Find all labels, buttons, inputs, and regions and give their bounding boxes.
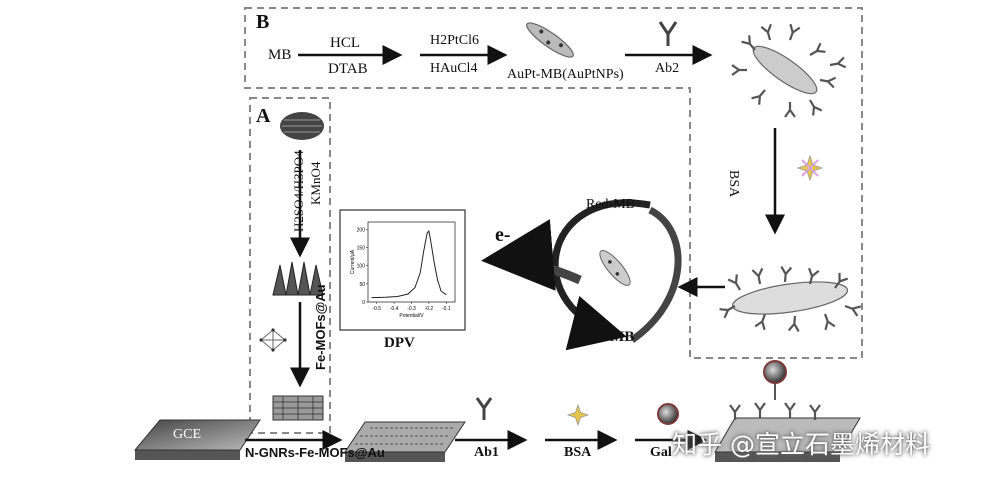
mof-crystal-icon: [259, 328, 286, 351]
ab2-label: Ab2: [655, 62, 679, 76]
ox-mb-label: Ox-MB: [586, 330, 634, 345]
fe-mofs-au-label: Fe-MOFs@Au: [314, 284, 327, 370]
panel-a-label: A: [256, 106, 270, 126]
dpv-x-tick-label: -0.3: [407, 306, 416, 312]
dpv-caption: DPV: [384, 336, 415, 351]
reagent2-label: KMnO4: [309, 162, 322, 205]
dpv-x-tick-label: -0.5: [372, 306, 381, 312]
electron-transfer-arrow: [490, 260, 580, 280]
graphite-icon: [280, 112, 324, 140]
aupt-mb-label: AuPt-MB(AuPtNPs): [507, 68, 624, 82]
dpv-y-tick-label: 0: [362, 300, 365, 306]
redox-cycle-left-arc: [555, 203, 650, 335]
bsa-bottom-label: BSA: [564, 446, 591, 460]
antibody-icon: [660, 22, 676, 46]
hcl-label: HCL: [330, 36, 360, 51]
dpv-x-tick-label: -0.4: [390, 306, 399, 312]
bsa-label: BSA: [726, 170, 740, 197]
ab1-antibody-icon: [477, 398, 491, 420]
gce-label: GCE: [173, 428, 201, 442]
bsa-star-icon-2: [568, 405, 588, 425]
reagent1-label: H2SO4/H3PO4: [292, 150, 305, 232]
gal-label: Gal: [650, 446, 672, 460]
ab1-label: Ab1: [474, 446, 499, 460]
red-mb-label: Red-MB: [586, 198, 635, 212]
modified-electrode-label: N-GNRs-Fe-MOFs@Au: [245, 446, 385, 459]
dpv-y-tick-label: 50: [359, 282, 365, 288]
aupt-mb-rod-icon: [523, 18, 577, 62]
dpv-y-tick-label: 100: [357, 264, 366, 270]
dtab-label: DTAB: [328, 62, 368, 77]
antibody-labeled-rod-icon: [732, 24, 846, 117]
n-gnrs-fe-mofs-au-icon: [273, 396, 323, 420]
bsa-star-icon: [798, 156, 822, 180]
h2ptcl6-label: H2PtCl6: [430, 34, 479, 48]
dpv-x-tick-label: -0.1: [442, 306, 451, 312]
dpv-y-tick-label: 150: [357, 245, 366, 251]
mb-rod-icon: [595, 247, 634, 290]
haucl4-label: HAuCl4: [430, 62, 477, 76]
watermark: 知乎 @宣立石墨烯材料: [672, 432, 930, 457]
dpv-x-axis-label: Potential/V: [399, 313, 424, 319]
dpv-y-axis-label: Current/μA: [350, 249, 356, 274]
electron-label: e-: [495, 225, 511, 245]
dpv-y-tick-label: 200: [357, 227, 366, 233]
panel-b-label: B: [256, 12, 269, 32]
panel-a-outline: [250, 98, 330, 433]
mb-label: MB: [268, 48, 291, 63]
conjugate-with-bsa-icon: [720, 267, 861, 332]
dpv-x-tick-label: -0.2: [425, 306, 434, 312]
redox-cycle-right-arc: [632, 210, 678, 340]
gal-antigen-icon: [658, 404, 678, 424]
